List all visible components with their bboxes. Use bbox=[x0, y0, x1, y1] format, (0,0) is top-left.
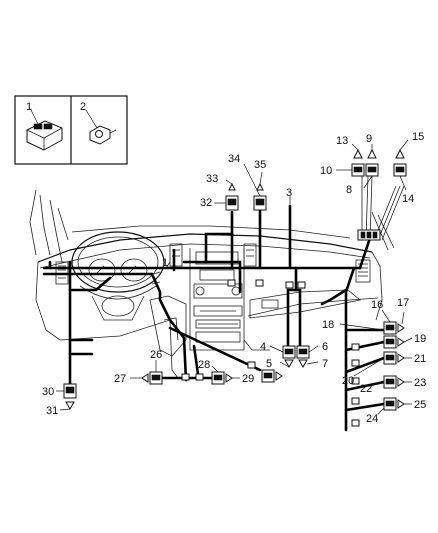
callout-32: 32 bbox=[200, 197, 212, 209]
callout-31: 31 bbox=[46, 405, 58, 417]
callout-2: 2 bbox=[80, 101, 86, 113]
callout-6: 6 bbox=[322, 341, 328, 353]
callout-13: 13 bbox=[336, 135, 348, 147]
main-harness bbox=[42, 204, 386, 432]
part-23-connector[interactable] bbox=[383, 375, 405, 389]
callout-35: 35 bbox=[254, 159, 266, 171]
callout-8: 8 bbox=[346, 184, 352, 196]
part-35-bulb[interactable] bbox=[256, 182, 264, 191]
part-9-bulb[interactable] bbox=[367, 148, 377, 159]
part-25-connector[interactable] bbox=[383, 397, 405, 411]
part-13-bulb[interactable] bbox=[353, 148, 363, 159]
callout-15: 15 bbox=[412, 131, 424, 143]
part-21-connector[interactable] bbox=[383, 351, 405, 365]
part-14-connector[interactable] bbox=[393, 163, 407, 177]
parts-inset: 1 2 bbox=[14, 95, 128, 165]
callout-19: 19 bbox=[414, 333, 426, 345]
callout-27: 27 bbox=[114, 373, 126, 385]
dashboard-outline bbox=[35, 231, 383, 379]
callout-3: 3 bbox=[286, 187, 292, 199]
part-2-socket[interactable] bbox=[85, 109, 117, 145]
part-27-bulb[interactable] bbox=[141, 373, 149, 383]
callout-21: 21 bbox=[414, 353, 426, 365]
part-15-bulb[interactable] bbox=[395, 148, 405, 159]
callout-14: 14 bbox=[402, 193, 414, 205]
callout-29: 29 bbox=[242, 373, 254, 385]
callout-23: 23 bbox=[414, 377, 426, 389]
upper-right-branch bbox=[357, 175, 405, 241]
leader-lines bbox=[56, 139, 413, 415]
callout-16: 16 bbox=[371, 299, 383, 311]
part-4-connector[interactable] bbox=[282, 345, 296, 359]
callout-20: 20 bbox=[342, 375, 354, 387]
callout-1-dash: 1 bbox=[162, 257, 168, 269]
callout-10: 10 bbox=[320, 165, 332, 177]
part-17-bulb[interactable] bbox=[397, 323, 405, 333]
part-26-connector[interactable] bbox=[149, 371, 163, 385]
part-34-connector[interactable] bbox=[253, 195, 267, 211]
part-28-connector[interactable] bbox=[211, 371, 225, 385]
windshield-outline bbox=[29, 189, 395, 263]
connector-center-lower[interactable] bbox=[261, 369, 283, 383]
callout-34: 34 bbox=[228, 153, 240, 165]
part-19-connector[interactable] bbox=[383, 335, 405, 349]
part-33-bulb[interactable] bbox=[228, 182, 236, 191]
callout-25: 25 bbox=[414, 399, 426, 411]
callout-22: 22 bbox=[360, 383, 372, 395]
callout-26: 26 bbox=[150, 349, 162, 361]
callout-33: 33 bbox=[206, 173, 218, 185]
callout-17: 17 bbox=[397, 297, 409, 309]
part-6-connector[interactable] bbox=[296, 345, 310, 359]
callout-4: 4 bbox=[260, 341, 266, 353]
part-1-switch[interactable] bbox=[26, 109, 63, 151]
callout-7: 7 bbox=[322, 358, 328, 370]
part-16-connector[interactable] bbox=[383, 321, 397, 335]
callout-30: 30 bbox=[42, 386, 54, 398]
part-7-bulb[interactable] bbox=[298, 359, 308, 369]
callout-28: 28 bbox=[198, 359, 210, 371]
callout-1: 1 bbox=[26, 101, 32, 113]
part-32-connector[interactable] bbox=[225, 195, 239, 211]
callout-9: 9 bbox=[366, 133, 372, 145]
callout-5: 5 bbox=[266, 358, 272, 370]
components bbox=[63, 148, 407, 427]
part-29-bulb[interactable] bbox=[225, 373, 233, 383]
part-30-connector[interactable] bbox=[63, 383, 77, 399]
part-5-bulb[interactable] bbox=[284, 359, 294, 369]
part-10-connector[interactable] bbox=[351, 163, 365, 177]
part-31-bulb[interactable] bbox=[65, 401, 75, 411]
callout-numbers: 3 4 5 6 7 8 9 10 13 14 15 16 17 18 19 20… bbox=[42, 131, 426, 425]
callout-18: 18 bbox=[322, 319, 334, 331]
part-11-connector[interactable] bbox=[365, 163, 379, 177]
callout-24: 24 bbox=[366, 413, 378, 425]
